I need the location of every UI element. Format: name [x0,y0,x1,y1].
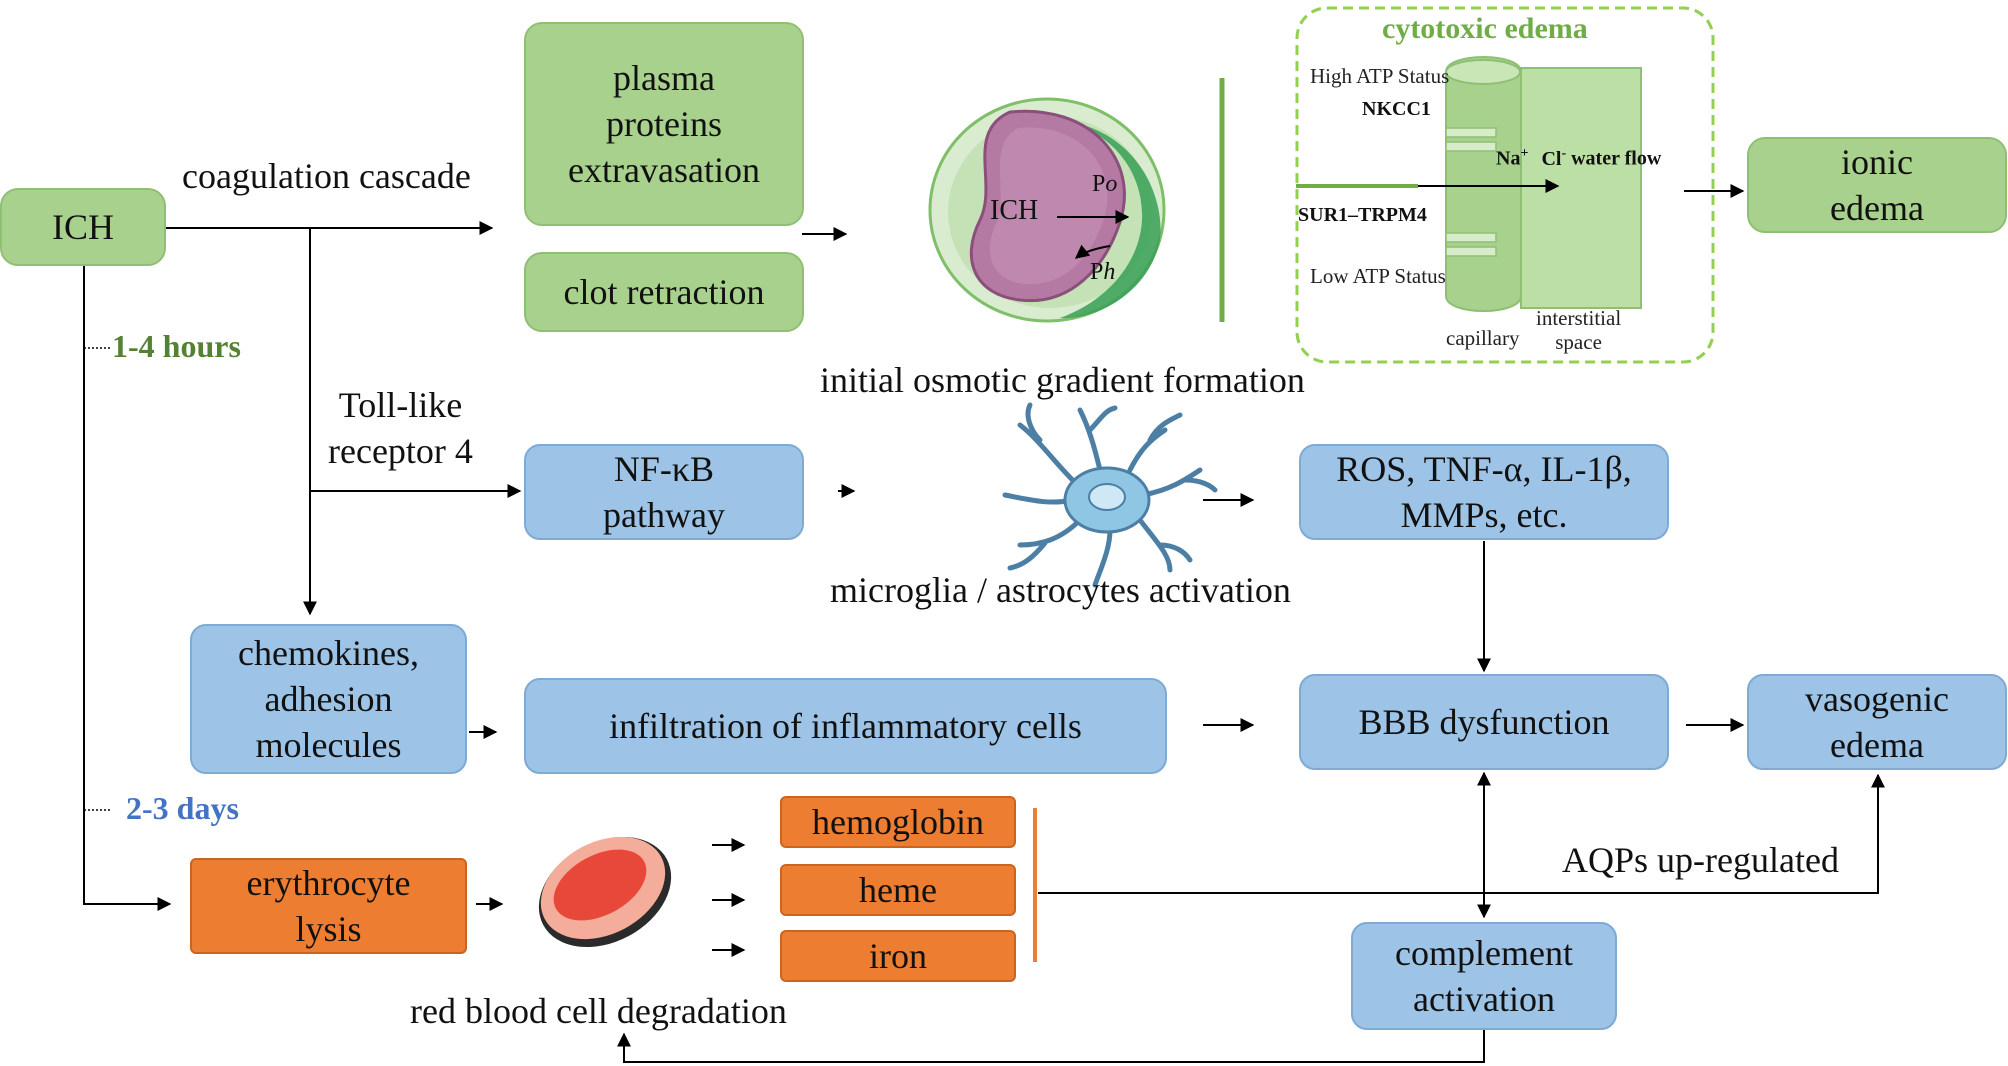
plasma-proteins-node: plasma proteins extravasation [524,22,804,226]
high-atp-label: High ATP Status [1310,64,1450,88]
chemokines-node: chemokines, adhesion molecules [190,624,467,774]
ionic-edema-node: ionic edema [1747,137,2007,233]
cell-ich-label: ICH [990,195,1039,226]
nkcc1-label: NKCC1 [1362,98,1431,120]
na-cl-water-flow-label: Na+ Cl- water flow [1496,146,1661,171]
clot-retraction-node: clot retraction [524,252,804,332]
coagulation-cascade-label: coagulation cascade [182,156,471,196]
heme-node: heme [780,864,1016,916]
cytotoxic-edema-title: cytotoxic edema [1382,12,1588,45]
aqps-label: AQPs up-regulated [1562,840,1839,880]
ph-label-p: P [1090,259,1104,285]
ich-node: ICH [0,188,166,266]
ros-cytokines-node: ROS, TNF-α, IL-1β, MMPs, etc. [1299,444,1669,540]
hemoglobin-node: hemoglobin [780,796,1016,848]
po-label-p: P [1092,171,1106,197]
osmotic-gradient-label: initial osmotic gradient formation [820,360,1305,400]
late-phase-label: 2-3 days [126,790,239,826]
early-phase-label: 1-4 hours [112,328,241,364]
ph-label: Ph [1090,258,1115,286]
po-label: Po [1092,170,1117,198]
low-atp-label: Low ATP Status [1310,264,1446,288]
microglia-nucleus [1088,483,1126,511]
arrow-complement-to-rbc-degradation [617,1030,1485,1063]
red-blood-cell-illustration [538,836,672,948]
ph-label-h: h [1103,259,1116,285]
cl-charge: - [1561,146,1567,161]
microglia-activation-label: microglia / astrocytes activation [830,570,1291,610]
cl-ion: Cl [1541,147,1562,170]
bbb-dysfunction-node: BBB dysfunction [1299,674,1669,770]
rbc-degradation-label: red blood cell degradation [410,991,787,1031]
cell-illustration [928,97,1166,323]
capillary-label: capillary [1446,326,1520,350]
vasogenic-edema-node: vasogenic edema [1747,674,2007,770]
water-flow-text: water flow [1571,147,1662,170]
po-label-o: o [1105,171,1118,197]
sur1-trpm4-label: SUR1–TRPM4 [1298,204,1427,226]
na-ion: Na [1496,147,1521,170]
arrow-ph [1074,244,1111,259]
line-ich-down [83,260,172,911]
na-charge: + [1520,146,1529,161]
nfkb-pathway-node: NF-κB pathway [524,444,804,540]
capillary-drawing [1296,56,1642,312]
infiltration-node: infiltration of inflammatory cells [524,678,1167,774]
interstitial-space-label: interstitial space [1536,306,1622,354]
cytotoxic-panel-border [1295,6,1715,364]
iron-node: iron [780,930,1016,982]
tlr4-label: Toll-like receptor 4 [328,385,473,471]
erythrocyte-lysis-node: erythrocyte lysis [190,858,467,954]
arrow-heme-to-vasogenic [1038,773,1885,894]
complement-activation-node: complement activation [1351,922,1617,1030]
